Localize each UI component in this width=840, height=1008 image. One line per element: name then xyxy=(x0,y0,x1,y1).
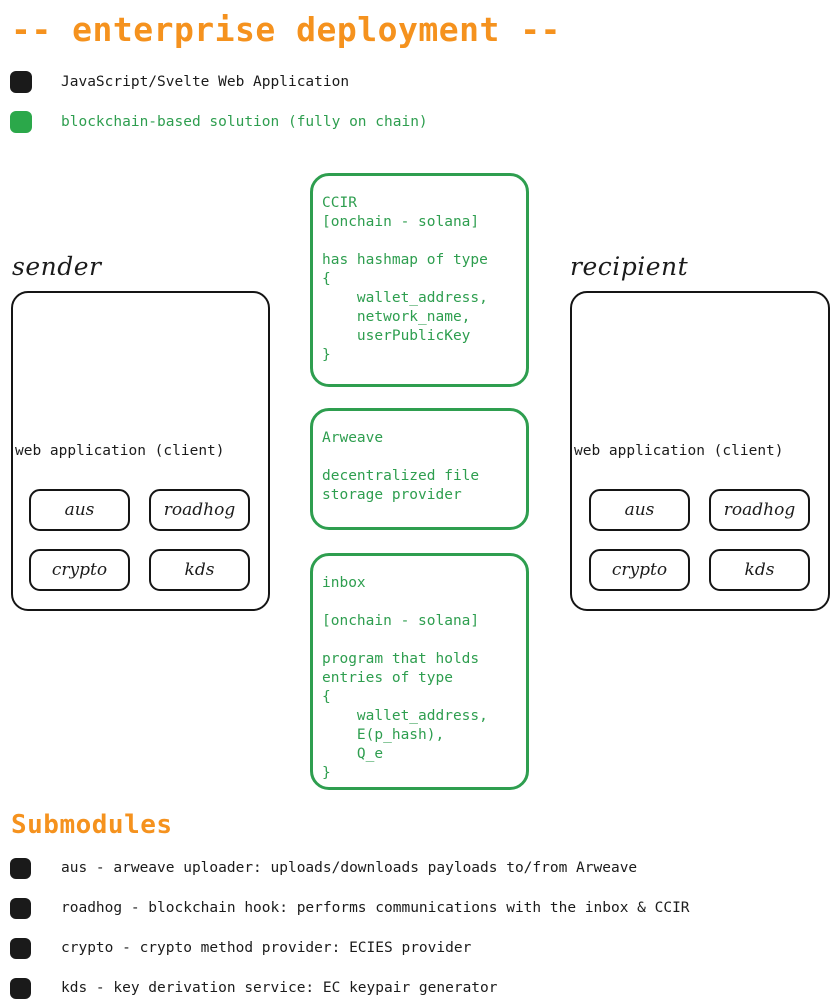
rounded-square-icon xyxy=(10,897,31,919)
recipient-chip-roadhog[interactable]: roadhog xyxy=(709,489,810,531)
recipient-label: recipient xyxy=(570,252,689,281)
submodule-item-roadhog: roadhog - blockchain hook: performs comm… xyxy=(10,888,830,928)
sender-chip-kds[interactable]: kds xyxy=(149,549,250,591)
sender-chip-roadhog[interactable]: roadhog xyxy=(149,489,250,531)
rounded-square-icon xyxy=(10,111,32,133)
submodule-item-text: crypto - crypto method provider: ECIES p… xyxy=(61,939,472,956)
submodule-item-text: kds - key derivation service: EC keypair… xyxy=(61,979,498,996)
submodule-item-aus: aus - arweave uploader: uploads/download… xyxy=(10,848,830,888)
recipient-chip-kds[interactable]: kds xyxy=(709,549,810,591)
sender-caption: web application (client) xyxy=(15,443,225,459)
recipient-chip-crypto[interactable]: crypto xyxy=(589,549,690,591)
rounded-square-icon xyxy=(10,857,31,879)
recipient-caption: web application (client) xyxy=(574,443,784,459)
legend-item-webapp: JavaScript/Svelte Web Application xyxy=(10,66,710,98)
rounded-square-icon xyxy=(10,977,31,999)
sender-label: sender xyxy=(12,252,102,281)
page-title: -- enterprise deployment -- xyxy=(11,10,561,49)
arweave-box-text: Arweave decentralized file storage provi… xyxy=(322,430,480,503)
rounded-square-icon xyxy=(10,71,32,93)
legend-item-label: JavaScript/Svelte Web Application xyxy=(61,73,350,90)
arweave-box: Arweave decentralized file storage provi… xyxy=(310,408,529,530)
inbox-onchain-box: inbox [onchain - solana] program that ho… xyxy=(310,553,529,790)
submodule-item-text: aus - arweave uploader: uploads/download… xyxy=(61,859,638,876)
submodules-heading: Submodules xyxy=(11,810,173,840)
ccir-onchain-box: CCIR [onchain - solana] has hashmap of t… xyxy=(310,173,529,387)
legend-item-blockchain: blockchain-based solution (fully on chai… xyxy=(10,106,710,138)
sender-chip-crypto[interactable]: crypto xyxy=(29,549,130,591)
legend-item-label: blockchain-based solution (fully on chai… xyxy=(61,113,428,130)
recipient-chip-aus[interactable]: aus xyxy=(589,489,690,531)
ccir-box-text: CCIR [onchain - solana] has hashmap of t… xyxy=(322,195,488,363)
rounded-square-icon xyxy=(10,937,31,959)
submodule-item-kds: kds - key derivation service: EC keypair… xyxy=(10,968,830,1008)
inbox-box-text: inbox [onchain - solana] program that ho… xyxy=(322,575,488,781)
submodule-item-crypto: crypto - crypto method provider: ECIES p… xyxy=(10,928,830,968)
submodules-list: aus - arweave uploader: uploads/download… xyxy=(10,848,830,1008)
submodule-item-text: roadhog - blockchain hook: performs comm… xyxy=(61,899,690,916)
sender-chip-aus[interactable]: aus xyxy=(29,489,130,531)
legend: JavaScript/Svelte Web Application blockc… xyxy=(10,66,710,146)
